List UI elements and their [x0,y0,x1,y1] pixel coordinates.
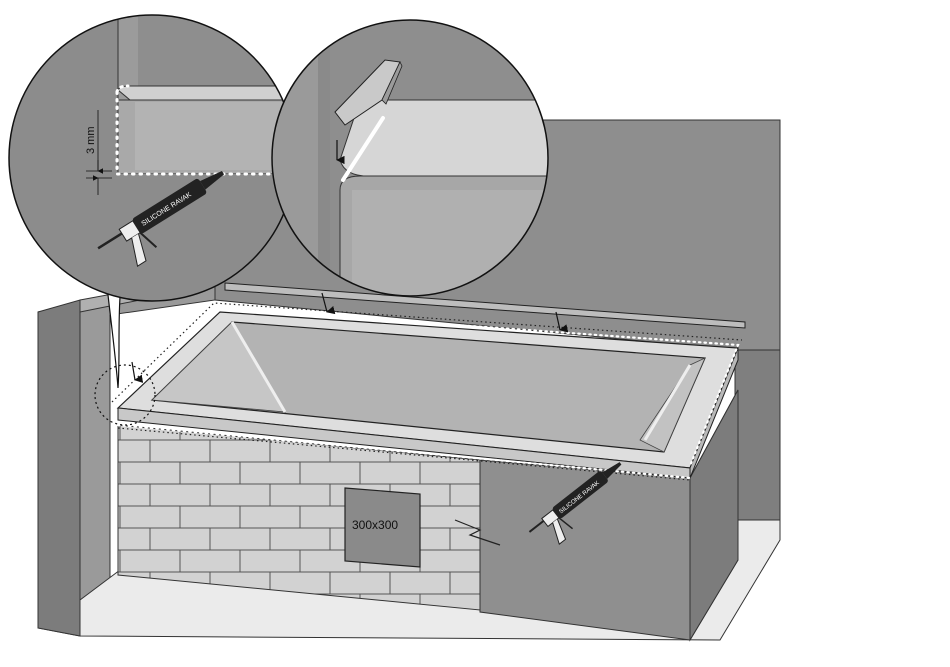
access-panel-label: 300x300 [352,518,398,532]
right-wall-edge [735,350,780,520]
gap-measure-label: 3 mm [85,127,97,155]
access-panel: 300x300 [345,488,420,567]
